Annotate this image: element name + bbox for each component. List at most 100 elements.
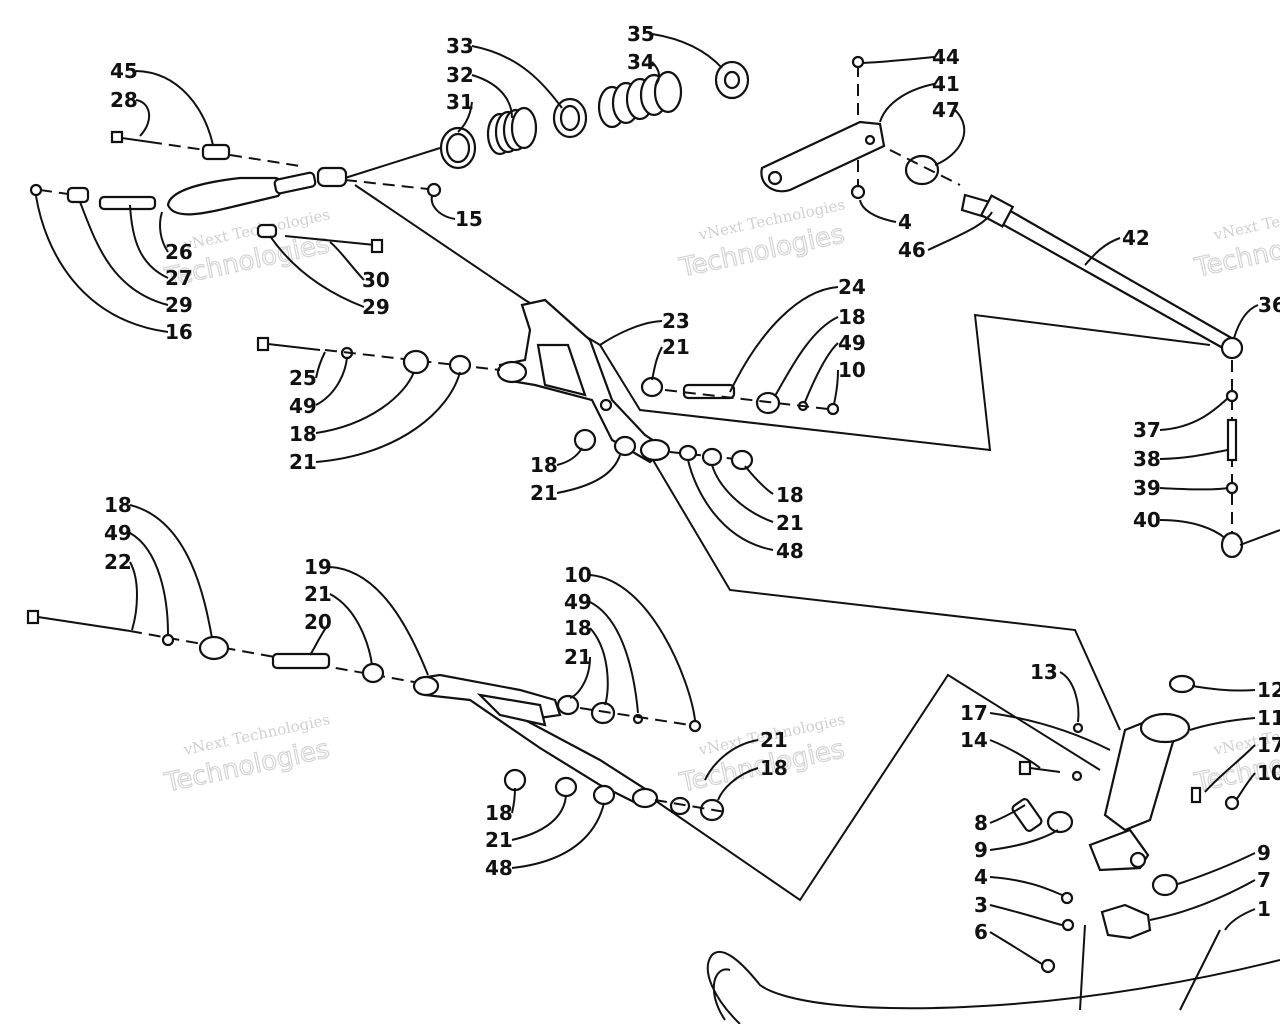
part-label: 21 bbox=[564, 645, 592, 669]
nut-part bbox=[1071, 770, 1083, 782]
part-label: 22 bbox=[104, 550, 132, 574]
part-label: 49 bbox=[838, 331, 866, 355]
spindle-top bbox=[1139, 712, 1191, 744]
part-label: 9 bbox=[974, 838, 988, 862]
bushing-part bbox=[496, 360, 528, 384]
part-label: 7 bbox=[1257, 868, 1271, 892]
part-label: 45 bbox=[110, 59, 138, 83]
bushing-part bbox=[640, 376, 664, 398]
bushing-part bbox=[639, 438, 671, 462]
part-label: 19 bbox=[304, 555, 332, 579]
washer-part bbox=[161, 633, 175, 647]
part-label: 46 bbox=[898, 238, 926, 262]
part-labels: 45 28 33 32 31 35 34 44 41 47 15 4 46 42… bbox=[104, 22, 1280, 944]
shock-rod bbox=[273, 171, 317, 195]
part-label: 18 bbox=[530, 453, 558, 477]
nut-part bbox=[826, 402, 840, 416]
part-label: 28 bbox=[110, 88, 138, 112]
bolt-head bbox=[26, 609, 40, 625]
part-label: 36 bbox=[1258, 293, 1280, 317]
part-label: 21 bbox=[304, 582, 332, 606]
part-label: 9 bbox=[1257, 841, 1271, 865]
ski-part bbox=[706, 950, 1280, 1024]
flange-bushing-part bbox=[402, 349, 430, 375]
part-label: 4 bbox=[974, 865, 988, 889]
part-label: 38 bbox=[1133, 447, 1161, 471]
part-label: 48 bbox=[776, 539, 804, 563]
stud-part bbox=[1226, 418, 1238, 462]
bushing-part bbox=[361, 662, 385, 684]
bolt-head bbox=[851, 55, 865, 69]
bushing-part bbox=[678, 444, 698, 462]
part-label: 1 bbox=[1257, 897, 1271, 921]
nut-part bbox=[1224, 795, 1240, 811]
part-label: 10 bbox=[838, 358, 866, 382]
ring-part bbox=[445, 132, 471, 164]
shock-eye bbox=[316, 166, 348, 188]
nut-part bbox=[1072, 722, 1084, 734]
part-label: 17 bbox=[960, 701, 988, 725]
part-label: 18 bbox=[289, 422, 317, 446]
shock-absorber-body bbox=[166, 176, 283, 216]
part-label: 41 bbox=[932, 72, 960, 96]
part-label: 13 bbox=[1030, 660, 1058, 684]
part-label: 18 bbox=[760, 756, 788, 780]
part-label: 8 bbox=[974, 811, 988, 835]
spindle-assembly bbox=[706, 674, 1280, 1024]
spring-coil bbox=[486, 106, 538, 156]
bushing-part bbox=[613, 435, 637, 457]
bushing-part bbox=[631, 787, 659, 809]
bushing-part bbox=[701, 447, 723, 467]
part-label: 23 bbox=[662, 309, 690, 333]
spacer-part bbox=[98, 195, 157, 211]
part-label: 33 bbox=[446, 34, 474, 58]
nut-part bbox=[599, 398, 613, 412]
part-label: 49 bbox=[564, 590, 592, 614]
nut-part bbox=[1060, 891, 1074, 905]
part-label: 24 bbox=[838, 275, 866, 299]
cap-part bbox=[723, 70, 741, 90]
washer-part bbox=[1225, 389, 1239, 403]
bushing-part bbox=[592, 784, 616, 806]
bushing-part bbox=[669, 796, 691, 816]
part-label: 30 bbox=[362, 268, 390, 292]
bolt-head bbox=[370, 238, 384, 254]
nut-part bbox=[29, 183, 43, 197]
bolt-head bbox=[1190, 786, 1202, 804]
bushing-part bbox=[66, 186, 90, 204]
part-label: 49 bbox=[289, 394, 317, 418]
part-label: 21 bbox=[485, 828, 513, 852]
part-label: 6 bbox=[974, 920, 988, 944]
lower-suspension-arm bbox=[26, 609, 726, 822]
part-label: 21 bbox=[530, 481, 558, 505]
flange-bushing-part bbox=[730, 449, 754, 471]
part-label: 3 bbox=[974, 893, 988, 917]
bracket-part bbox=[1100, 903, 1152, 940]
part-label: 18 bbox=[564, 616, 592, 640]
part-label: 47 bbox=[932, 98, 960, 122]
bushing-part bbox=[448, 354, 472, 376]
washer-part bbox=[1061, 918, 1075, 932]
bushing-part bbox=[412, 675, 440, 697]
spacer-part bbox=[271, 652, 331, 670]
part-label: 18 bbox=[485, 801, 513, 825]
flange-bushing-part bbox=[573, 428, 597, 452]
bushing-part bbox=[201, 143, 231, 161]
part-label: 12 bbox=[1257, 678, 1280, 702]
bushing-part bbox=[554, 776, 578, 798]
rod-end-part bbox=[1220, 531, 1244, 559]
part-label: 27 bbox=[165, 266, 193, 290]
part-label: 18 bbox=[838, 305, 866, 329]
arm-part bbox=[760, 120, 886, 193]
ring-part bbox=[559, 104, 581, 132]
part-label: 14 bbox=[960, 728, 988, 752]
nut-part bbox=[1040, 958, 1056, 974]
bushing-part bbox=[256, 223, 278, 239]
spring-coil bbox=[597, 70, 683, 129]
pivot-part bbox=[1220, 336, 1244, 360]
part-label: 48 bbox=[485, 856, 513, 880]
part-label: 21 bbox=[289, 450, 317, 474]
shock-assembly bbox=[29, 130, 442, 254]
cap-part bbox=[1168, 674, 1196, 694]
